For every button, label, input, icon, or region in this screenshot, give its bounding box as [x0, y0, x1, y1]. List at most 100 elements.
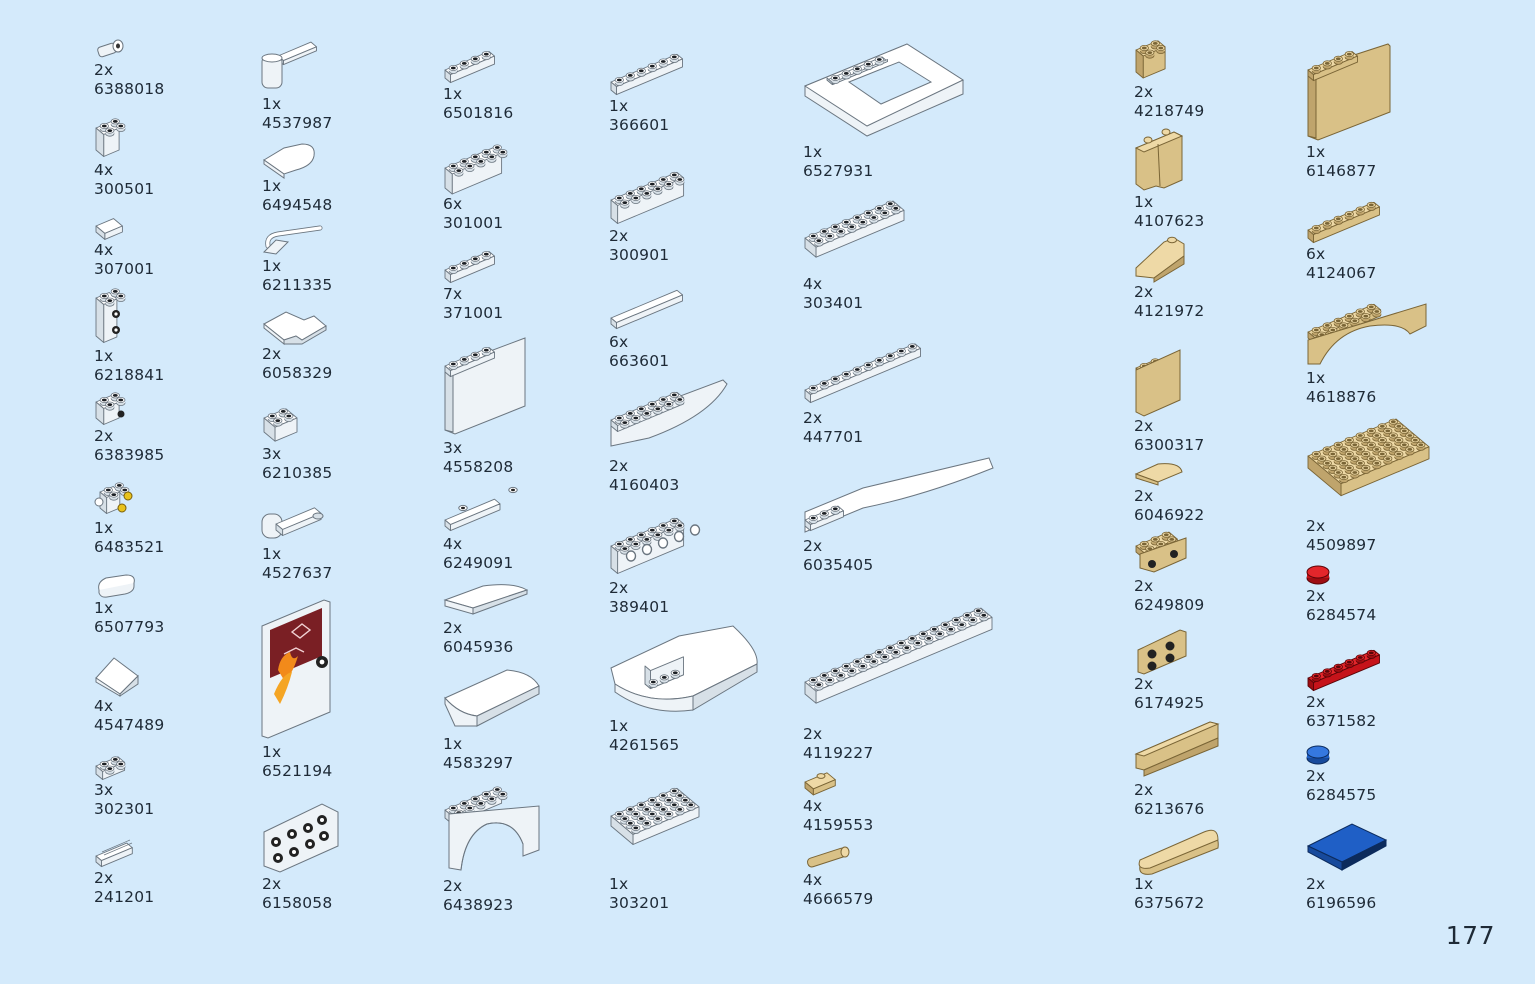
slope-1x1-icon: [95, 657, 139, 697]
bracket-side-studs-icon: [1135, 531, 1187, 573]
bracket-studs-icon: [263, 803, 339, 873]
bar-clip-icon: [262, 225, 323, 255]
part-number: 6158058: [262, 894, 333, 912]
tile-jumper-icon: [804, 772, 836, 796]
part-number: 241201: [94, 888, 155, 906]
part-quantity: 1x: [443, 85, 463, 103]
part-number: 6284575: [1306, 786, 1377, 804]
part-quantity: 2x: [1306, 693, 1326, 711]
part-number: 4124067: [1306, 264, 1377, 282]
part-number: 6375672: [1134, 894, 1205, 912]
brick-ledge-icon: [1134, 721, 1220, 777]
part-quantity: 1x: [94, 519, 114, 537]
technic-brick-icon: [610, 517, 701, 574]
plate-1x1-icon: [95, 218, 123, 240]
brick-1x4-icon: [444, 144, 508, 195]
grille-tile-icon: [95, 839, 133, 868]
part-quantity: 1x: [1306, 143, 1326, 161]
pin-icon: [806, 846, 850, 868]
slope-curved-icon: [444, 669, 540, 727]
plate-6x8-icon: [1307, 418, 1430, 497]
part-number: 6284574: [1306, 606, 1377, 624]
part-number: 6388018: [94, 80, 165, 98]
brick-four-side-studs-icon: [94, 482, 133, 514]
part-number: 6300317: [1134, 436, 1205, 454]
plate-2x8-icon: [804, 200, 905, 258]
part-number: 4509897: [1306, 536, 1377, 554]
corner-tile-icon: [263, 311, 327, 346]
part-quantity: 4x: [803, 797, 823, 815]
part-quantity: 2x: [1134, 487, 1154, 505]
part-number: 6438923: [443, 896, 514, 914]
plate-2x16-icon: [804, 607, 993, 704]
part-number: 6196596: [1306, 894, 1377, 912]
part-quantity: 2x: [1134, 417, 1154, 435]
part-quantity: 1x: [803, 143, 823, 161]
part-number: 6371582: [1306, 712, 1377, 730]
tile-round-end-icon: [98, 574, 135, 598]
part-number: 4537987: [262, 114, 333, 132]
part-quantity: 2x: [1306, 587, 1326, 605]
brick-1x1-icon: [95, 118, 126, 157]
plate-1x6-icon: [1307, 649, 1380, 692]
part-quantity: 2x: [803, 725, 823, 743]
part-number: 300901: [609, 246, 670, 264]
part-quantity: 2x: [443, 877, 463, 895]
part-number: 4583297: [443, 754, 514, 772]
part-quantity: 1x: [443, 735, 463, 753]
brick-1x1x2-studs-icon: [95, 288, 126, 343]
panel-1x1x3-icon: [1135, 349, 1181, 417]
part-number: 4547489: [94, 716, 165, 734]
part-quantity: 2x: [262, 345, 282, 363]
part-number: 4119227: [803, 744, 874, 762]
part-number: 4527637: [262, 564, 333, 582]
part-quantity: 4x: [94, 161, 114, 179]
part-quantity: 2x: [1134, 283, 1154, 301]
part-number: 6507793: [94, 618, 165, 636]
arch-1x6-icon: [1307, 303, 1427, 365]
page-number: 177: [1445, 921, 1495, 950]
part-number: 4666579: [803, 890, 874, 908]
part-number: 302301: [94, 800, 155, 818]
part-number: 4121972: [1134, 302, 1205, 320]
tile-studs-icon: [444, 486, 518, 532]
part-quantity: 2x: [443, 619, 463, 637]
